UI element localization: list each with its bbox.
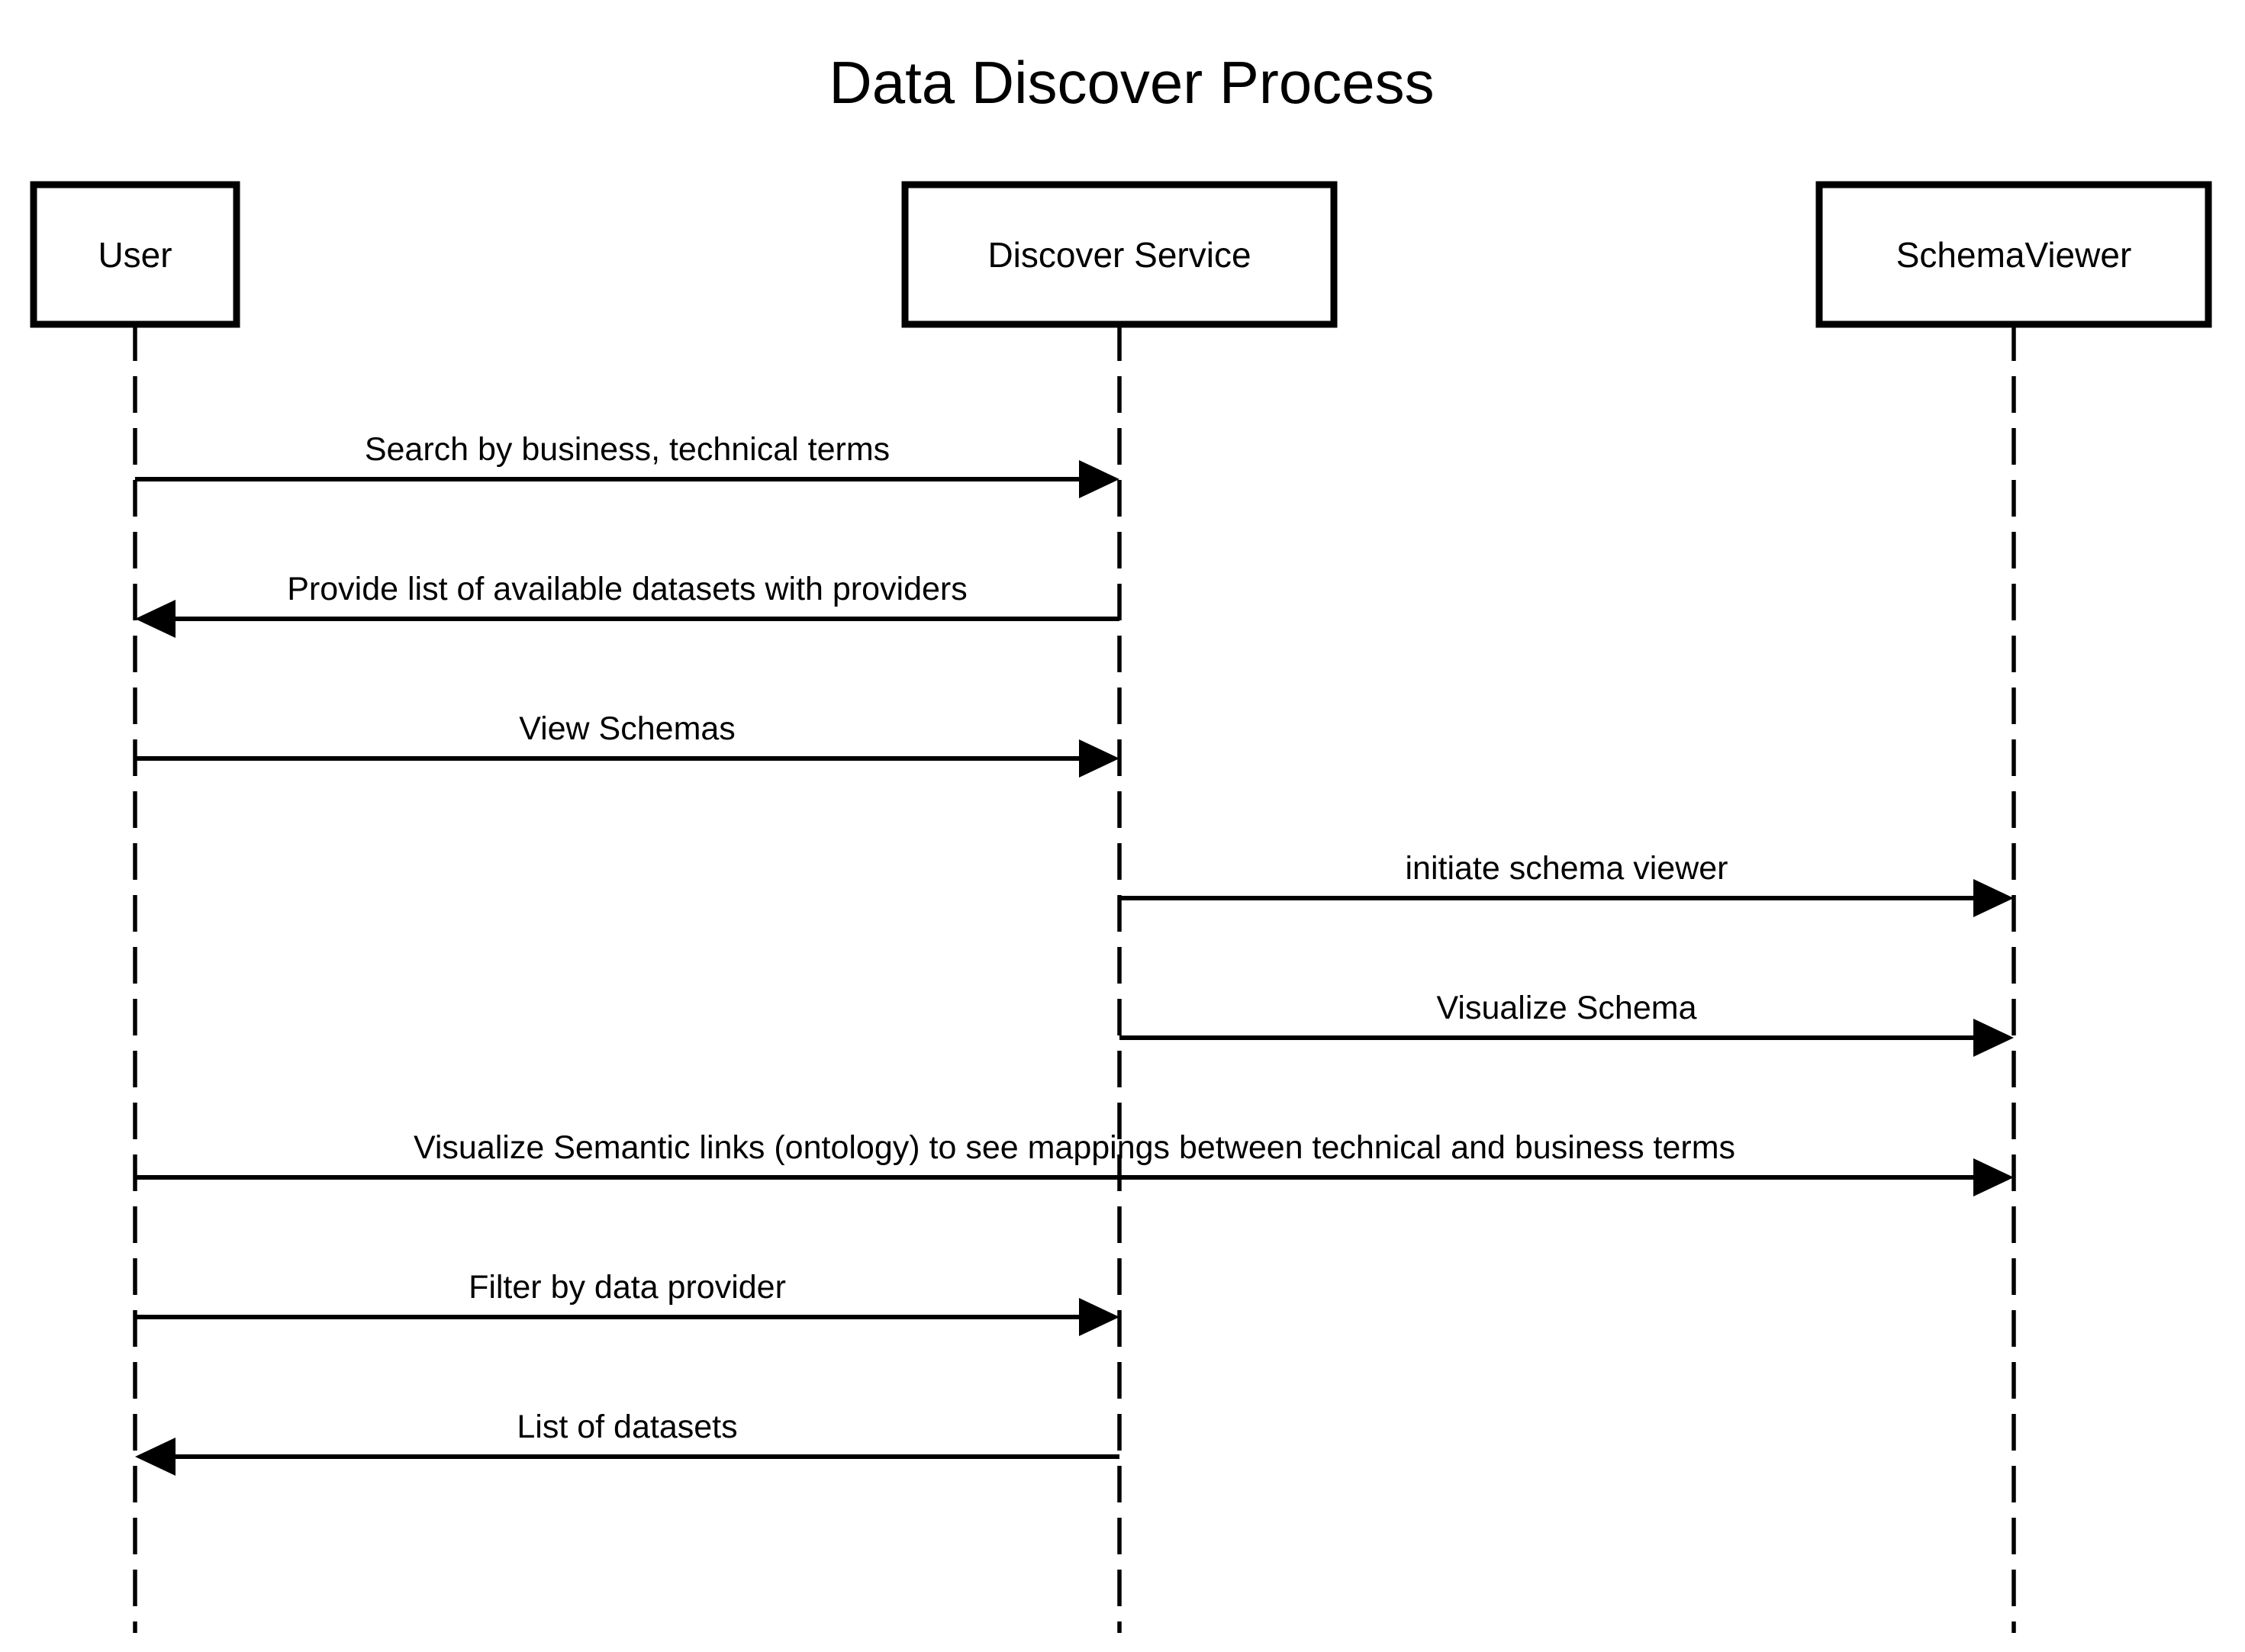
message-label: initiate schema viewer	[1405, 850, 1728, 887]
message-label: Filter by data provider	[469, 1269, 786, 1306]
arrowhead-right-icon	[1973, 1158, 2014, 1196]
actor-user: User	[30, 181, 240, 328]
arrowhead-right-icon	[1973, 879, 2014, 917]
actor-user-box	[30, 181, 240, 328]
actor-schema-viewer: SchemaViewer	[1815, 181, 2212, 328]
message-label: Visualize Semantic links (ontology) to s…	[414, 1129, 1735, 1166]
actor-discover-service-box	[901, 181, 1338, 328]
arrowhead-left-icon	[135, 1438, 176, 1476]
arrowhead-left-icon	[135, 600, 176, 638]
message-visualize-semantic-links: Visualize Semantic links (ontology) to s…	[135, 1129, 2014, 1196]
arrowhead-right-icon	[1079, 1298, 1119, 1336]
arrowhead-right-icon	[1079, 460, 1119, 498]
diagram-title: Data Discover Process	[829, 49, 1434, 116]
actor-discover-service: Discover Service	[901, 181, 1338, 328]
arrowhead-right-icon	[1079, 739, 1119, 778]
message-filter-by-provider: Filter by data provider	[135, 1269, 1119, 1336]
message-label: Visualize Schema	[1437, 990, 1697, 1026]
message-label: View Schemas	[519, 710, 736, 747]
message-label: Provide list of available datasets with …	[287, 571, 968, 607]
actor-schema-viewer-box	[1815, 181, 2212, 328]
message-view-schemas: View Schemas	[135, 710, 1119, 778]
message-search-by-terms: Search by business, technical terms	[135, 431, 1119, 498]
message-initiate-schema-viewer: initiate schema viewer	[1119, 850, 2014, 917]
actor-user-label: User	[98, 235, 172, 275]
arrowhead-right-icon	[1973, 1019, 2014, 1057]
message-list-of-datasets: List of datasets	[135, 1409, 1119, 1476]
message-provide-dataset-list: Provide list of available datasets with …	[135, 571, 1119, 638]
actor-discover-service-label: Discover Service	[987, 235, 1251, 275]
actor-schema-viewer-label: SchemaViewer	[1896, 235, 2132, 275]
message-label: Search by business, technical terms	[365, 431, 890, 468]
message-label: List of datasets	[517, 1409, 737, 1445]
message-visualize-schema: Visualize Schema	[1119, 990, 2014, 1057]
